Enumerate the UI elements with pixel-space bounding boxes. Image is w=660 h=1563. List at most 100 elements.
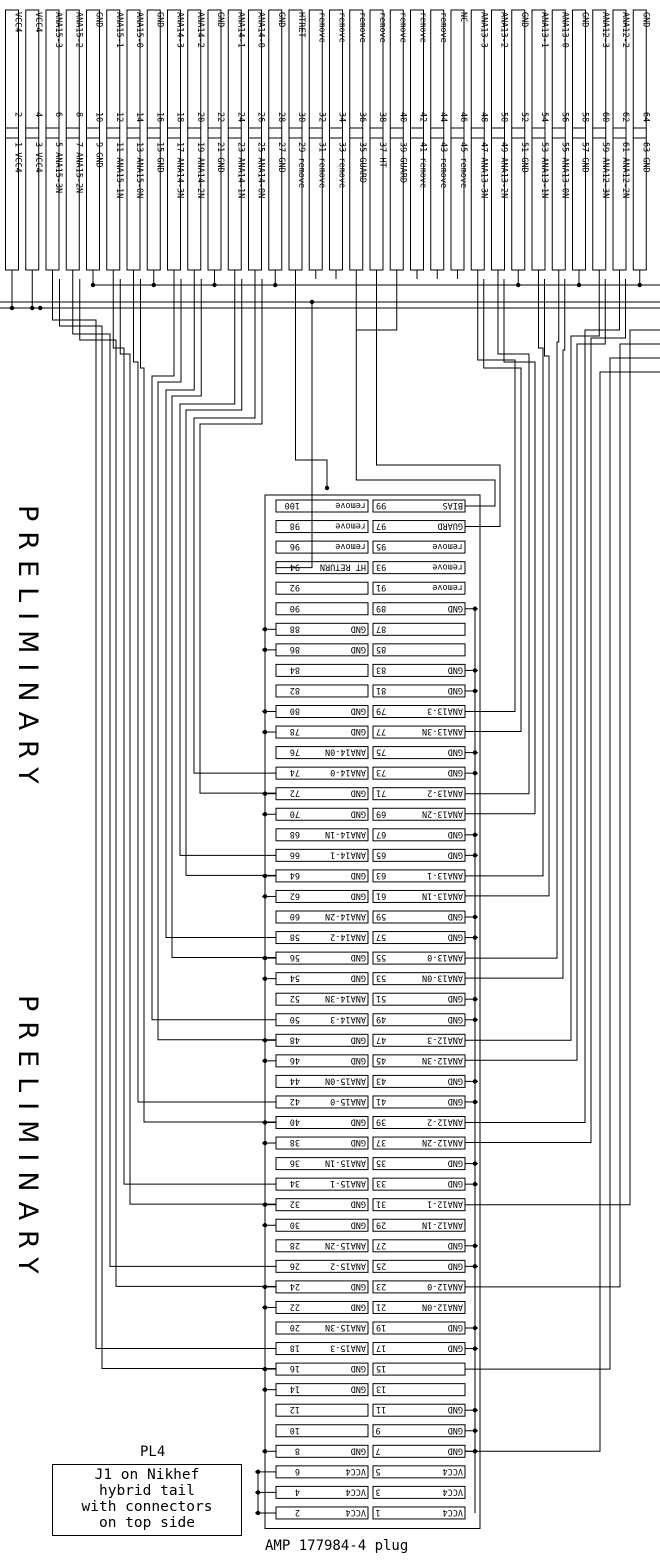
- pin-even-number: 34: [337, 112, 347, 122]
- plug-odd-label: ANA12-0: [427, 1281, 463, 1291]
- plug-pin-even: [275, 910, 369, 924]
- plug-even-number: 52: [290, 993, 300, 1003]
- connector-pin-even: [410, 9, 424, 129]
- plug-pin-even: [275, 992, 369, 1006]
- signal-trace: [79, 279, 276, 1287]
- pin-even-label: ANA14-0: [256, 12, 266, 48]
- signal-trace: [465, 279, 620, 1123]
- connector-pin-odd: [430, 137, 445, 271]
- plug-even-number: 54: [290, 973, 300, 983]
- connector-pin-odd: [450, 137, 465, 271]
- plug-pin-odd: [372, 663, 466, 677]
- plug-pin-even: [275, 1095, 369, 1109]
- plug-pin-even: [275, 1218, 369, 1232]
- junction-dot: [472, 770, 478, 776]
- junction-dot: [472, 853, 478, 858]
- plug-even-label: VCC4: [346, 1486, 366, 1496]
- junction-dot: [255, 1469, 261, 1475]
- plug-even-number: 88: [290, 623, 300, 633]
- pin-odd-label: 15 GND: [154, 142, 164, 173]
- connector-pin-odd: [329, 137, 343, 271]
- plug-pin-odd: [372, 869, 466, 883]
- junction-dot: [262, 1284, 268, 1290]
- plug-even-label: ANA15-1N: [325, 1158, 366, 1168]
- pin-even-number: 8: [73, 112, 83, 117]
- pin-even-label: ANA12-2: [620, 12, 630, 48]
- connector-pin-odd: [389, 137, 404, 271]
- plug-odd-number: 57: [376, 932, 386, 942]
- plug-odd-number: 1: [375, 1507, 380, 1517]
- plug-even-label: ANA14-2: [330, 932, 366, 942]
- plug-pin-even: [275, 540, 369, 554]
- plug-pin-even: [275, 1321, 369, 1335]
- plug-even-number: 70: [290, 808, 300, 818]
- note-box: J1 on Nikhef hybrid tail with connectors…: [52, 1464, 242, 1536]
- plug-odd-label: ANA13-0: [427, 952, 463, 962]
- junction-dot: [262, 729, 268, 735]
- plug-pin-odd: [372, 581, 466, 595]
- plug-pin-even: [275, 1013, 369, 1027]
- pin-even-label: remove: [337, 12, 347, 43]
- plug-odd-label: GND: [448, 1240, 463, 1250]
- pin-even-number: 48: [478, 112, 488, 122]
- plug-odd-label: GND: [448, 932, 463, 942]
- connector-pin-odd: [25, 137, 40, 271]
- plug-odd-number: 9: [375, 1425, 380, 1435]
- junction-dot: [472, 1264, 478, 1269]
- signal-trace: [157, 279, 276, 1041]
- plug-even-number: 74: [290, 767, 300, 777]
- pin-even-label: GND: [276, 12, 286, 27]
- plug-pin-even: [275, 684, 369, 698]
- connector-pin-even: [450, 9, 465, 129]
- pin-even-number: 44: [438, 112, 448, 122]
- plug-pin-odd: [372, 1383, 466, 1397]
- plug-odd-number: 63: [376, 870, 386, 880]
- connector-pin-even: [389, 9, 404, 129]
- pin-odd-label: 11 ANA15-1N: [114, 142, 124, 198]
- connector-pin-odd: [248, 137, 262, 271]
- signal-trace: [199, 279, 276, 794]
- plug-pin-odd: [372, 1013, 466, 1027]
- plug-odd-number: 79: [376, 706, 386, 716]
- pin-even-label: remove: [397, 12, 407, 43]
- plug-pin-odd: [372, 1424, 466, 1438]
- plug-even-label: ANA15-3: [330, 1343, 366, 1353]
- plug-even-number: 12: [290, 1404, 300, 1414]
- plug-even-number: 30: [290, 1219, 300, 1229]
- junction-dot: [262, 1120, 268, 1125]
- plug-odd-number: 47: [376, 1034, 386, 1044]
- plug-pin-even: [275, 1506, 369, 1520]
- plug-even-label: ANA14-0: [330, 767, 366, 777]
- plug-odd-number: 89: [376, 603, 386, 613]
- pin-even-number: 2: [13, 112, 23, 117]
- junction-dot: [472, 1181, 478, 1187]
- pin-odd-label: 23 ANA14-1N: [235, 142, 245, 198]
- signal-trace: [465, 279, 550, 897]
- pin-even-number: 18: [175, 112, 185, 122]
- signal-trace: [185, 279, 276, 876]
- plug-odd-label: GUARD: [437, 521, 463, 531]
- plug-even-number: 16: [290, 1363, 300, 1373]
- pin-even-label: GND: [154, 12, 164, 27]
- plug-pin-odd: [372, 1403, 466, 1417]
- plug-odd-number: 83: [376, 664, 386, 674]
- plug-odd-label: GND: [448, 1322, 463, 1332]
- junction-dot: [472, 668, 478, 673]
- plug-even-label: GND: [351, 644, 366, 654]
- plug-even-label: remove: [335, 521, 366, 531]
- plug-odd-label: ANA13-1: [427, 870, 463, 880]
- plug-even-number: 4: [295, 1486, 300, 1496]
- pin-even-label: ANA13-1: [539, 12, 549, 48]
- signal-trace: [465, 279, 544, 877]
- plug-pin-odd: [372, 1362, 466, 1376]
- plug-odd-label: remove: [432, 541, 463, 551]
- pin-odd-label: 5 ANA15-3N: [53, 142, 63, 193]
- connector-pin-odd: [207, 137, 222, 271]
- preliminary-watermark-upper: PRELIMINARY: [12, 505, 43, 794]
- plug-pin-odd: [372, 622, 466, 636]
- signal-trace: [465, 279, 600, 1041]
- junction-dot: [262, 1305, 268, 1310]
- plug-odd-number: 17: [376, 1343, 386, 1353]
- connector-pin-odd: [551, 137, 566, 271]
- plug-odd-number: 23: [376, 1281, 386, 1291]
